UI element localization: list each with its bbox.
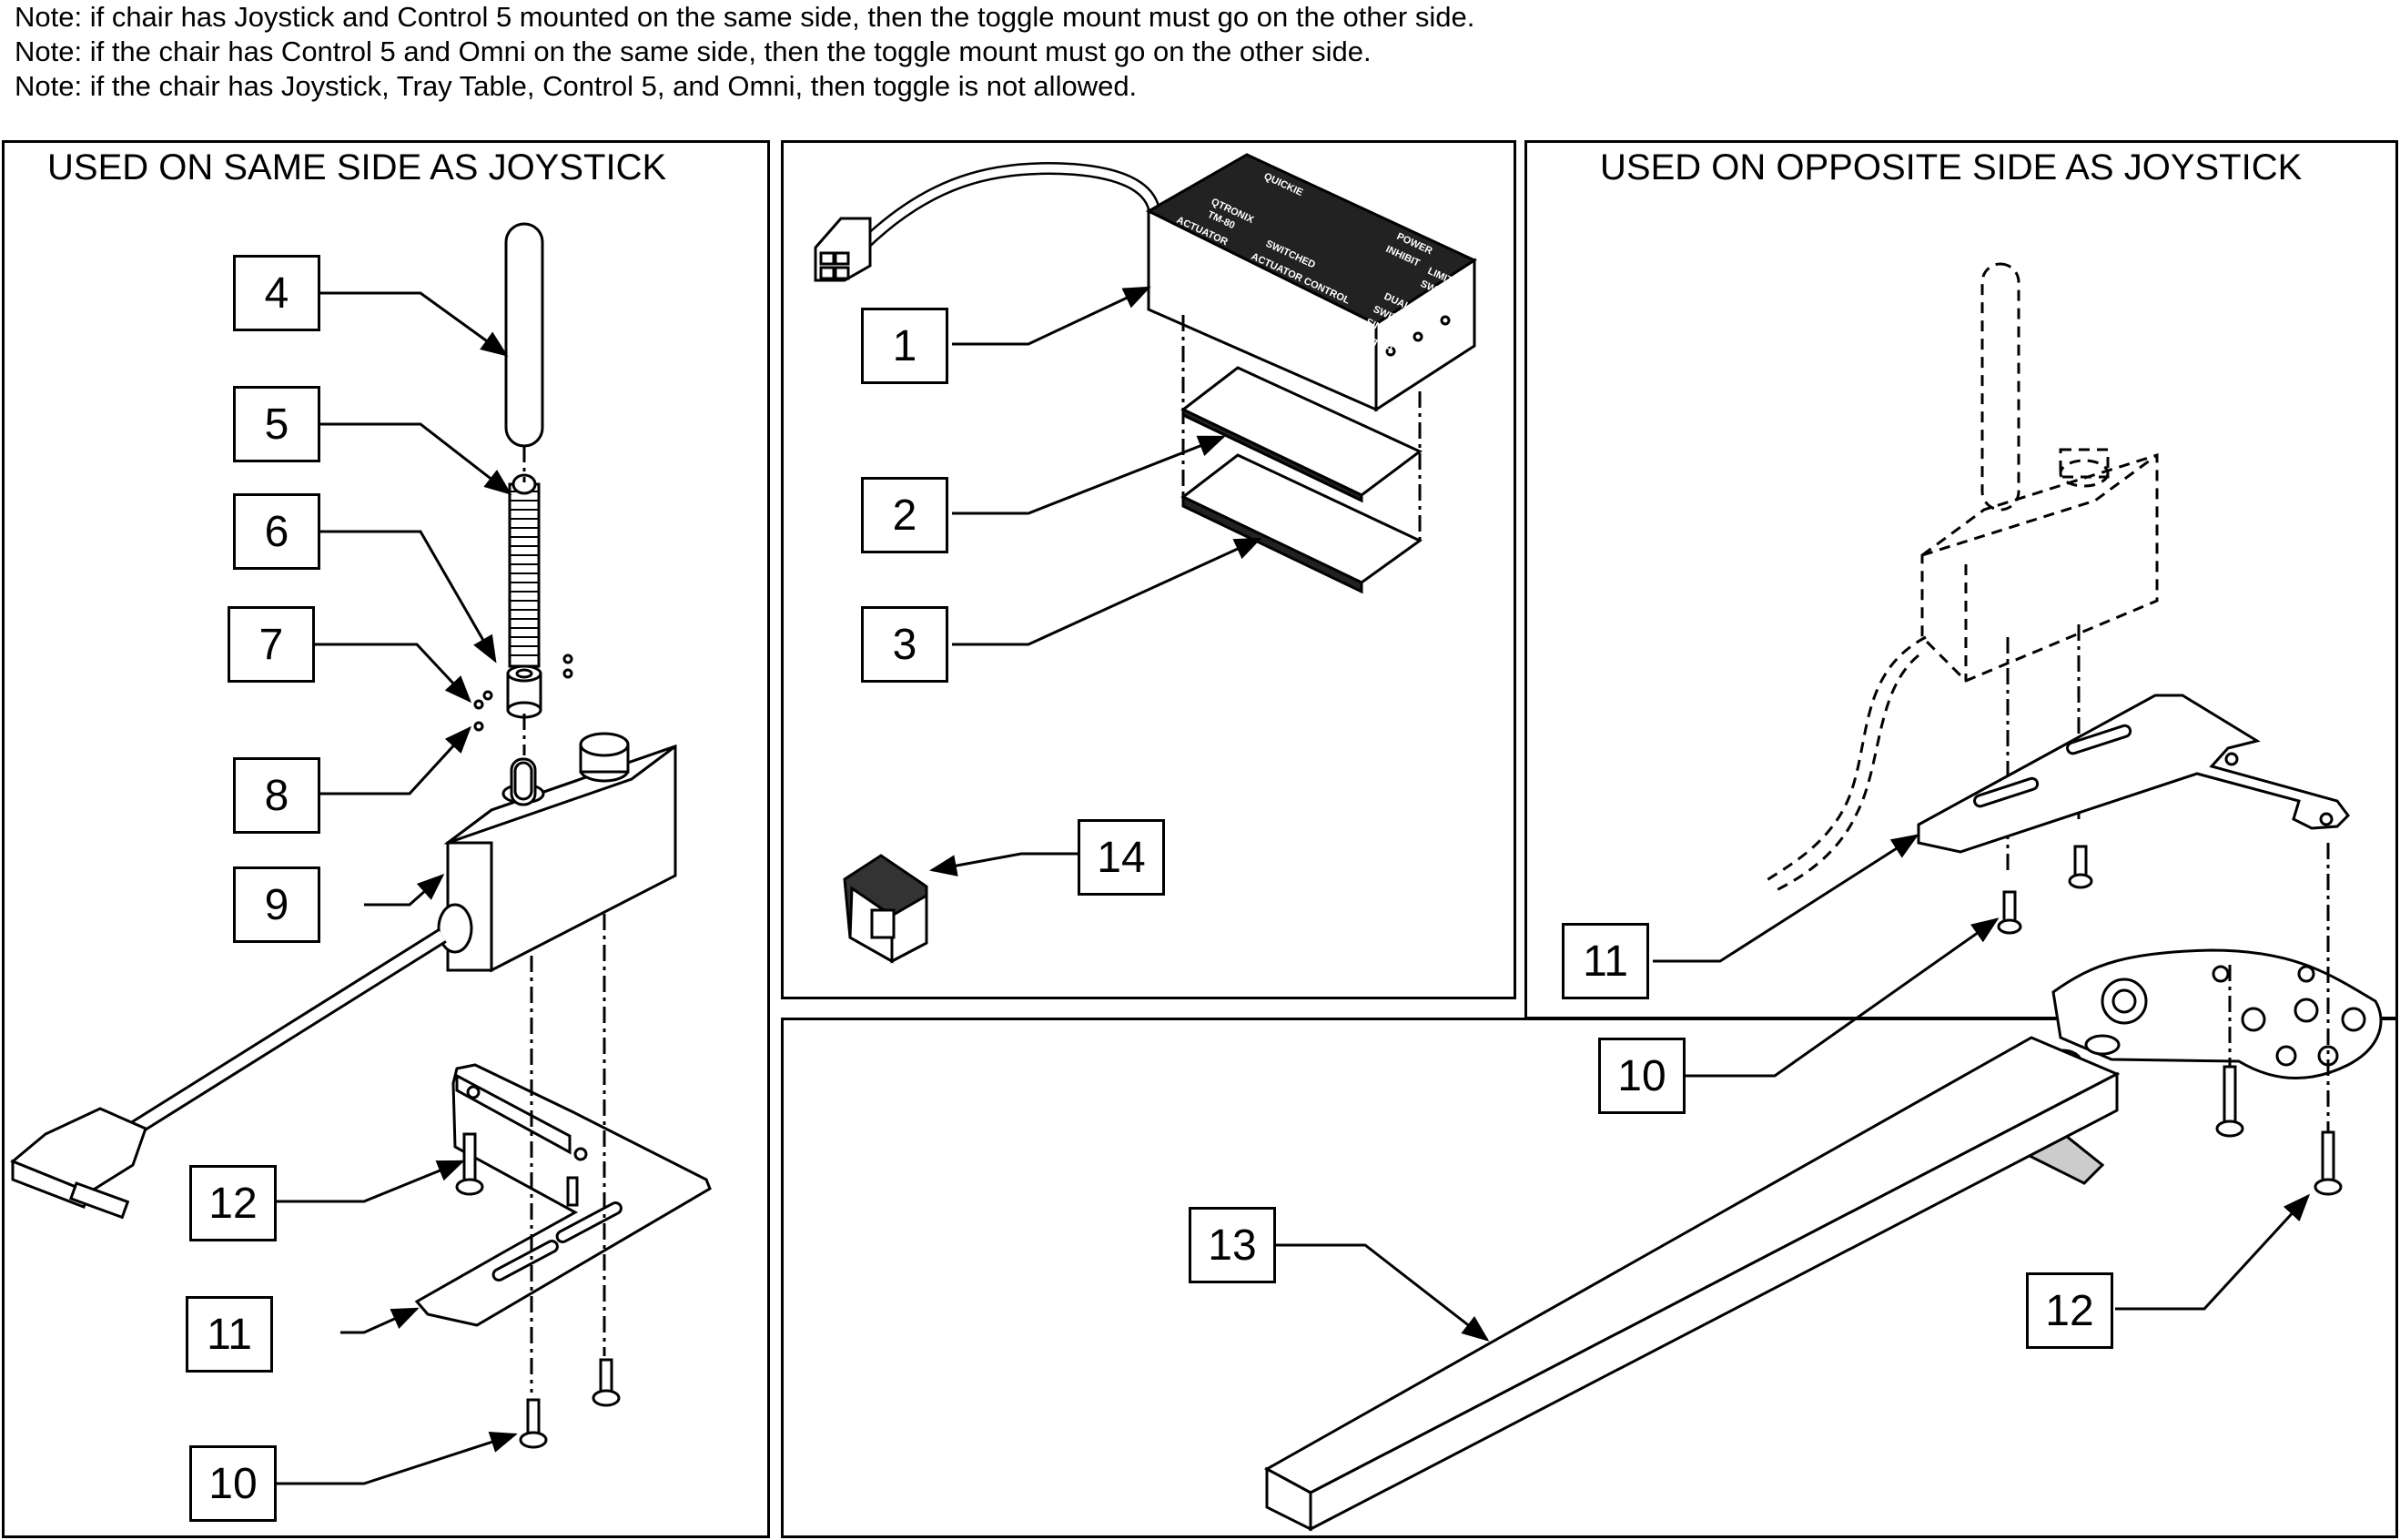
cable-plug bbox=[10, 1107, 147, 1220]
module-pad-lower bbox=[1180, 453, 1423, 594]
bracket-screw bbox=[1997, 890, 2022, 935]
bracket-screw bbox=[592, 1358, 621, 1407]
toggle-switch-box bbox=[437, 732, 677, 973]
callout-9: 9 bbox=[233, 866, 320, 943]
toggle-spring bbox=[508, 473, 541, 668]
bracket-screw bbox=[519, 1398, 548, 1449]
right-panel-title: USED ON OPPOSITE SIDE AS JOYSTICK bbox=[1600, 147, 2303, 187]
bracket-screw bbox=[566, 1176, 579, 1207]
set-screw bbox=[482, 690, 493, 701]
note-joystick-control5: Note: if chair has Joystick and Control … bbox=[15, 1, 1475, 33]
note-control5-omni: Note: if the chair has Control 5 and Omn… bbox=[15, 35, 1372, 67]
callout-5: 5 bbox=[233, 386, 320, 462]
callout-10-left: 10 bbox=[189, 1445, 277, 1522]
set-screw bbox=[473, 699, 484, 710]
callout-13: 13 bbox=[1189, 1207, 1276, 1283]
toggle-box-reference bbox=[1765, 262, 2159, 894]
set-screw bbox=[473, 721, 484, 732]
callout-12-left: 12 bbox=[189, 1165, 277, 1241]
panel-mount-arm bbox=[781, 1018, 2398, 1538]
callout-8: 8 bbox=[233, 757, 320, 834]
bracket-screw bbox=[2215, 1065, 2244, 1138]
left-panel-title: USED ON SAME SIDE AS JOYSTICK bbox=[47, 147, 667, 187]
callout-10-right: 10 bbox=[1598, 1038, 1686, 1114]
toggle-handle-grip bbox=[504, 222, 544, 448]
module-pad-upper bbox=[1180, 366, 1423, 503]
toggle-mount-bracket-right bbox=[1917, 694, 2350, 854]
bracket-screw bbox=[2314, 1130, 2343, 1196]
set-screw bbox=[562, 668, 573, 679]
bracket-screw bbox=[2068, 845, 2093, 889]
callout-11-left: 11 bbox=[186, 1296, 273, 1373]
panel-same-side bbox=[2, 140, 770, 1538]
callout-4: 4 bbox=[233, 255, 320, 331]
module-connector bbox=[814, 217, 872, 282]
callout-3: 3 bbox=[861, 606, 948, 683]
toggle-mount-bracket bbox=[414, 1063, 712, 1327]
control-module-box bbox=[1145, 153, 1478, 412]
swing-arm-tube bbox=[1263, 1036, 2121, 1532]
callout-6: 6 bbox=[233, 493, 320, 570]
mounting-plate bbox=[2010, 948, 2383, 1185]
callout-7: 7 bbox=[228, 606, 315, 683]
callout-1: 1 bbox=[861, 308, 948, 384]
callout-2: 2 bbox=[861, 477, 948, 553]
leader-lines bbox=[277, 286, 2311, 1485]
panel-control-module bbox=[781, 140, 1516, 999]
callout-14: 14 bbox=[1078, 819, 1165, 896]
spring-collar bbox=[506, 664, 542, 719]
bracket-screw bbox=[455, 1132, 484, 1196]
set-screw bbox=[562, 653, 573, 664]
callout-11-right: 11 bbox=[1562, 923, 1649, 999]
cable-clip bbox=[843, 854, 928, 964]
note-toggle-not-allowed: Note: if the chair has Joystick, Tray Ta… bbox=[15, 70, 1138, 102]
callout-12-right: 12 bbox=[2026, 1272, 2113, 1349]
